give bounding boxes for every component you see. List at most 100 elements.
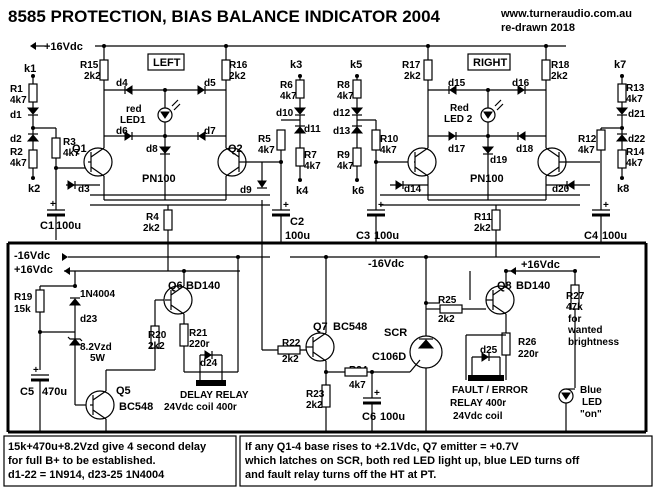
transistor-label: Q8 [497, 280, 512, 292]
resistor-r19 [35, 289, 45, 313]
pair-part-right: PN100 [470, 173, 504, 185]
redrawn-note: re-drawn 2018 [501, 22, 575, 34]
resistor-ref: R25 [438, 295, 457, 306]
resistor-r15 [99, 59, 109, 81]
channel-right: RIGHT [473, 57, 508, 69]
cap-c3: C3 [356, 230, 370, 242]
resistor-val: 220r [518, 349, 539, 360]
transistor-label: Q6 [168, 280, 183, 292]
resistor-val: 2k2 [143, 223, 160, 234]
resistor-val: 4k7 [337, 91, 354, 102]
resistor-val: 4k7 [337, 161, 354, 172]
svg-text:+: + [283, 200, 289, 211]
svg-text:+: + [33, 365, 39, 376]
k-label: k5 [350, 59, 362, 71]
note-line: which latches on SCR, both red LED light… [244, 455, 580, 467]
svg-text:+: + [374, 388, 380, 399]
k-label: k7 [614, 59, 626, 71]
rail-pos16-left: +16Vdc [14, 264, 53, 276]
fault-relay-spec: 24Vdc coil [453, 411, 503, 422]
resistor-ref: R15 [80, 60, 99, 71]
resistor-r17 [423, 59, 433, 81]
cap-c1: C1 [40, 220, 54, 232]
cap-val: 100u [602, 230, 627, 242]
svg-text:+: + [50, 199, 56, 210]
note-line: for full B+ to be established. [8, 455, 156, 467]
cap-c2: C2 [290, 216, 304, 228]
resistor-ref: R9 [337, 150, 350, 161]
delay-relay-spec: 24Vdc coil 400r [164, 402, 237, 413]
resistor-ref: R23 [306, 389, 325, 400]
rail-neg16-left: -16Vdc [14, 250, 50, 262]
resistor-val: 2k2 [404, 71, 421, 82]
resistor-r13 [617, 83, 627, 103]
transistor-label: Q1 [72, 143, 87, 155]
led-label: Red [450, 103, 469, 114]
diode-label: d5 [204, 78, 216, 89]
resistor-ref: R7 [304, 150, 317, 161]
resistor-val: 47k [566, 302, 583, 313]
resistor-r22 [277, 345, 301, 355]
diode-label: d12 [333, 108, 351, 119]
svg-text:+: + [603, 200, 609, 211]
diode-label: d13 [333, 126, 351, 137]
diode-label: d22 [628, 134, 646, 145]
resistor-r14 [617, 149, 627, 169]
scr-label: SCR [384, 327, 407, 339]
cap-val: 470u [42, 386, 67, 398]
resistor-r3 [51, 137, 61, 159]
r27-note: brightness [568, 337, 620, 348]
cap-c6: C6 [362, 411, 376, 423]
diode-label: d9 [240, 185, 252, 196]
resistor-ref: R16 [229, 60, 248, 71]
cap-val: 100u [380, 411, 405, 423]
note-line: and fault relay turns off the HT at PT. [245, 469, 436, 481]
resistor-r26 [501, 332, 511, 356]
diode-label: d19 [490, 155, 508, 166]
resistor-val: 4k7 [63, 148, 80, 159]
transistor-part: BD140 [516, 280, 550, 292]
resistor-ref: R6 [280, 80, 293, 91]
resistor-ref: R17 [402, 60, 421, 71]
resistor-val: 220r [189, 339, 210, 350]
resistor-ref: R19 [14, 292, 33, 303]
note-line: If any Q1-4 base rises to +2.1Vdc, Q7 em… [245, 441, 519, 453]
resistor-ref: R27 [566, 291, 585, 302]
transistor-part: BC548 [333, 321, 367, 333]
resistor-val: 2k2 [306, 400, 323, 411]
diode-label: d4 [116, 78, 128, 89]
resistor-val: 15k [14, 304, 31, 315]
resistor-r21 [179, 323, 189, 347]
cap-val: 100u [374, 230, 399, 242]
resistor-val: 2k2 [551, 71, 568, 82]
resistor-val: 4k7 [10, 158, 27, 169]
channel-left: LEFT [153, 57, 181, 69]
resistor-val: 4k7 [380, 145, 397, 156]
diode-label: d21 [628, 109, 646, 120]
resistor-val: 4k7 [349, 380, 366, 391]
resistor-ref: R3 [63, 137, 76, 148]
k-label: k3 [290, 59, 302, 71]
diode-label: d20 [552, 184, 570, 195]
resistor-r8 [352, 79, 362, 99]
diode-label: d25 [480, 345, 498, 356]
rail-pos16-top: +16Vdc [44, 41, 83, 53]
resistor-r1 [28, 83, 38, 103]
resistor-r2 [28, 149, 38, 169]
delay-relay-coil [196, 380, 226, 386]
resistor-r12 [596, 129, 606, 151]
resistor-ref: R26 [518, 337, 537, 348]
resistor-val: 2k2 [229, 71, 246, 82]
diode-label: d3 [78, 184, 90, 195]
note-box-left [3, 435, 237, 487]
resistor-val: 4k7 [578, 145, 595, 156]
diode-label: d6 [116, 126, 128, 137]
resistor-val: 2k2 [474, 223, 491, 234]
k-label: k1 [24, 63, 36, 75]
resistor-val: 4k7 [626, 158, 643, 169]
resistor-ref: R22 [282, 338, 301, 349]
diode-part: 1N4004 [80, 289, 115, 300]
resistor-ref: R8 [337, 80, 350, 91]
cap-val: 100u [285, 230, 310, 242]
note-box-right [239, 435, 653, 487]
